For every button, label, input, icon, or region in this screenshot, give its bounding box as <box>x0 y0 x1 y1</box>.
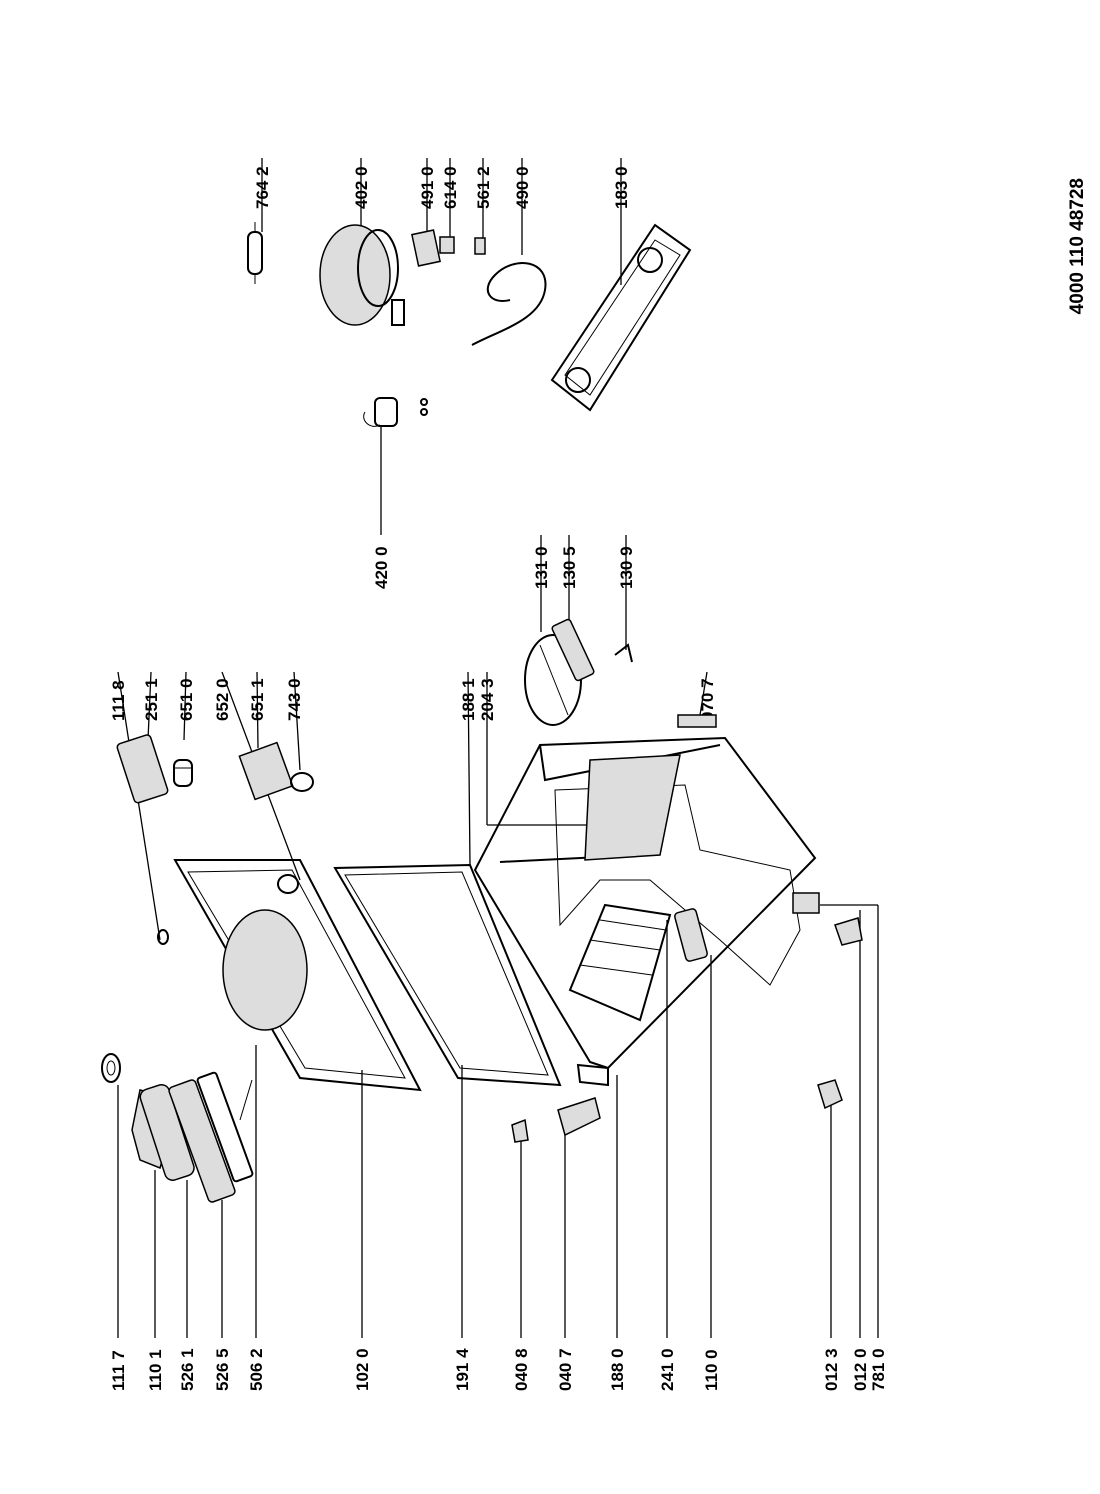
part-label-7810: 781 0 <box>869 1348 888 1391</box>
leader-lines <box>117 158 879 1338</box>
part-7642 <box>247 222 263 284</box>
part-label-5265: 526 5 <box>213 1348 232 1391</box>
compressor-4020 <box>319 224 405 326</box>
part-1309 <box>614 643 633 663</box>
part-label-0707: 070 7 <box>698 678 717 721</box>
lamp-box-6511 <box>238 741 294 801</box>
knob-1117 <box>101 1053 121 1083</box>
handle-1100 <box>674 908 708 962</box>
part-5612 <box>474 237 486 255</box>
part-label-4200: 420 0 <box>372 546 391 589</box>
part-4200 <box>363 397 428 427</box>
part-label-1117: 111 7 <box>109 1350 128 1391</box>
lid-1020 <box>173 859 422 1092</box>
gasket-1914 <box>333 863 562 1087</box>
part-4910 <box>411 229 441 267</box>
part-label-2410: 241 0 <box>658 1348 677 1391</box>
document-number: 4000 110 48728 <box>1067 178 1088 314</box>
part-label-6520: 652 0 <box>213 678 232 721</box>
part-1118 <box>157 929 169 945</box>
part-label-0408: 040 8 <box>512 1348 531 1391</box>
part-label-6510: 651 0 <box>177 678 196 721</box>
cabinet-foot <box>792 892 820 914</box>
part-label-0123: 012 3 <box>822 1348 841 1391</box>
part-1305 <box>551 618 595 682</box>
power-cord-4900 <box>471 262 547 346</box>
part-label-2511: 251 1 <box>142 678 161 721</box>
thermostat-5261 <box>139 1083 195 1181</box>
part-label-1914: 191 4 <box>453 1348 472 1391</box>
part-label-0407: 040 7 <box>556 1348 575 1391</box>
part-label-7430: 743 0 <box>285 678 304 721</box>
part-label-5261: 526 1 <box>178 1348 197 1391</box>
cabinet-body <box>473 714 820 1087</box>
part-2511 <box>116 734 169 804</box>
part-0120 <box>834 917 863 946</box>
top-labels: 111 8 251 1 651 0 652 0 651 1 743 0 188 … <box>109 166 717 721</box>
part-label-1880: 188 0 <box>608 1348 627 1391</box>
part-label-1118: 111 8 <box>109 680 128 721</box>
base-plate-1830 <box>550 223 692 412</box>
part-label-1101: 110 1 <box>146 1349 165 1391</box>
grille-0707 <box>677 714 717 728</box>
part-0123 <box>817 1079 843 1110</box>
control-panel-5265 <box>168 1079 236 1203</box>
left-labels: 111 7 110 1 526 1 526 5 506 2 102 0 191 … <box>109 1348 888 1391</box>
part-6140 <box>439 236 455 254</box>
part-label-5062: 506 2 <box>247 1348 266 1391</box>
basket-2410 <box>568 903 672 1022</box>
hinge-cover-0407 <box>557 1097 601 1137</box>
hinge-0408 <box>511 1118 529 1143</box>
part-label-1100: 110 0 <box>702 1349 721 1391</box>
part-label-0120: 012 0 <box>851 1348 870 1391</box>
part-label-1020: 102 0 <box>353 1348 372 1391</box>
bulb-6510 <box>173 759 193 787</box>
grommet-7430 <box>290 772 314 792</box>
lamp-strip-5062 <box>196 1071 254 1183</box>
